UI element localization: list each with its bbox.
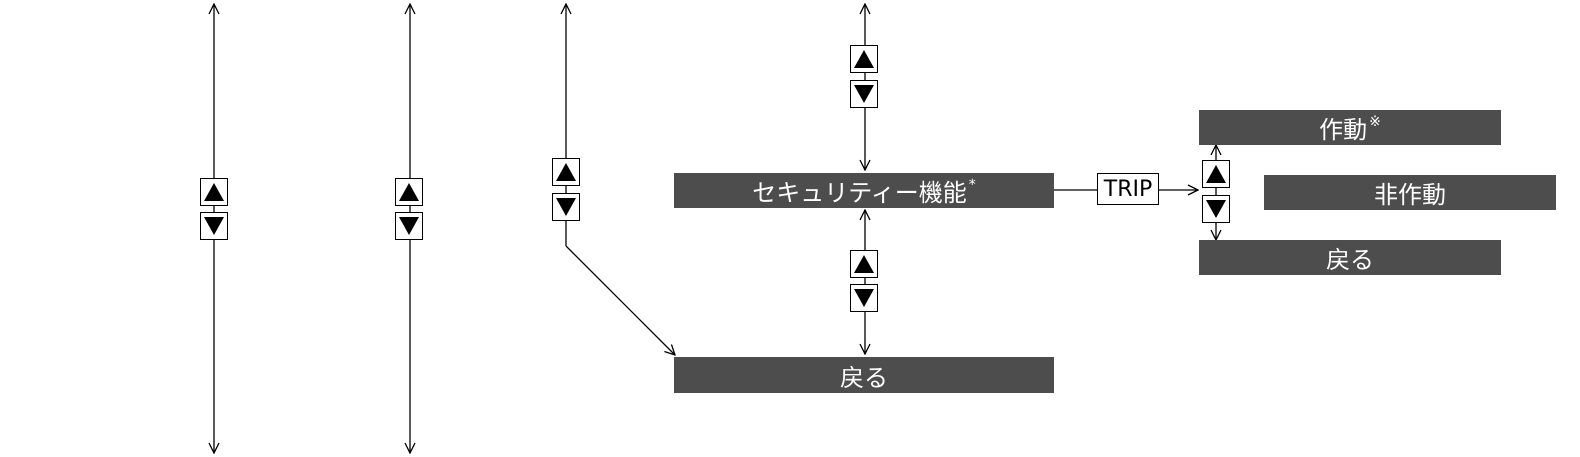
submenu-back-label: 戻る xyxy=(1326,246,1374,274)
submenu-inactive-label: 非作動 xyxy=(1374,181,1446,209)
triangle-down-icon xyxy=(399,217,419,235)
submenu-active-item[interactable]: 作動※ xyxy=(1199,110,1501,145)
triangle-up-icon xyxy=(204,183,224,201)
column3-diagonal-arrow xyxy=(565,245,675,355)
triangle-down-icon xyxy=(204,217,224,235)
triangle-down-icon xyxy=(854,85,874,103)
submenu-inactive-item[interactable]: 非作動 xyxy=(1264,175,1556,210)
column3-down-button[interactable] xyxy=(552,193,580,221)
triangle-up-icon xyxy=(1206,165,1226,183)
triangle-down-icon xyxy=(1206,200,1226,218)
triangle-up-icon xyxy=(854,255,874,273)
submenu-back-item[interactable]: 戻る xyxy=(1199,240,1501,275)
triangle-down-icon xyxy=(556,198,576,216)
trip-button[interactable]: TRIP xyxy=(1097,173,1159,205)
triangle-up-icon xyxy=(399,183,419,201)
submenu-up-button[interactable] xyxy=(1202,160,1230,188)
back-label-main: 戻る xyxy=(840,363,888,392)
submenu-active-label: 作動 xyxy=(1319,116,1368,144)
column1-down-button[interactable] xyxy=(200,212,228,240)
column2-up-button[interactable] xyxy=(395,178,423,206)
back-item-main[interactable]: 戻る xyxy=(674,357,1054,393)
column4-bottom-up-button[interactable] xyxy=(850,250,878,278)
column4-top-down-button[interactable] xyxy=(850,80,878,108)
submenu-down-button[interactable] xyxy=(1202,195,1230,223)
security-function-label: セキュリティー機能 xyxy=(752,179,967,207)
column4-top-up-button[interactable] xyxy=(850,45,878,73)
column2-down-button[interactable] xyxy=(395,212,423,240)
column1-up-button[interactable] xyxy=(200,178,228,206)
column4-bottom-down-button[interactable] xyxy=(850,284,878,312)
security-function-mark: * xyxy=(968,176,976,193)
triangle-down-icon xyxy=(854,289,874,307)
triangle-up-icon xyxy=(556,163,576,181)
column3-up-button[interactable] xyxy=(552,158,580,186)
submenu-active-note: ※ xyxy=(1369,113,1381,130)
security-function-item[interactable]: セキュリティー機能* xyxy=(674,173,1054,208)
triangle-up-icon xyxy=(854,50,874,68)
